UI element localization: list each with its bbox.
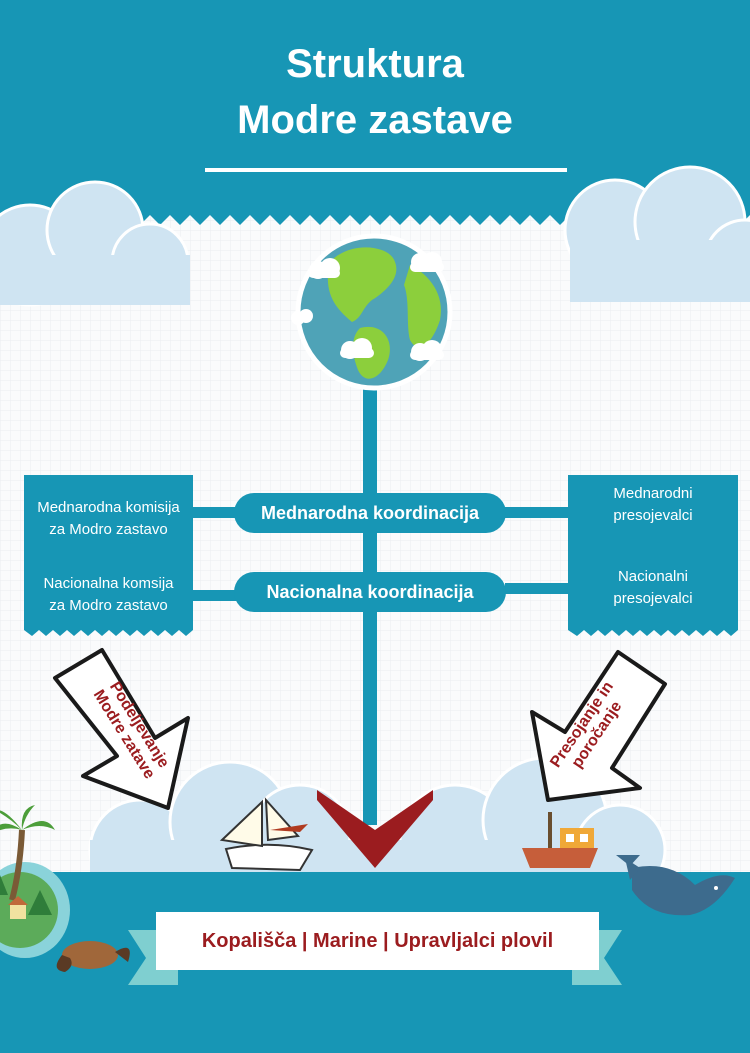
national-auditors-line1: Nacionalni bbox=[617, 568, 689, 585]
palm-island-icon bbox=[0, 805, 70, 958]
national-commission-line1: Nacionalna komsija bbox=[43, 575, 174, 592]
international-auditors-label: Mednarodni presojevalci bbox=[568, 483, 738, 527]
page-title-line1: Struktura bbox=[286, 42, 464, 86]
national-auditors-line2: presojevalci bbox=[613, 590, 693, 607]
international-auditors-line2: presojevalci bbox=[613, 507, 693, 524]
international-commission-line2: za Modro zastavo bbox=[49, 521, 168, 538]
international-coordination-node: Mednarodna koordinacija bbox=[234, 493, 506, 533]
sailboat-icon bbox=[219, 797, 314, 872]
national-coordination-node: Nacionalna koordinacija bbox=[234, 572, 506, 612]
international-commission-label: Mednarodna komisija za Modro zastavo bbox=[24, 497, 193, 541]
international-commission-line1: Mednarodna komisija bbox=[37, 499, 180, 516]
national-commission-label: Nacionalna komsija za Modro zastavo bbox=[24, 573, 193, 617]
left-panel bbox=[24, 475, 193, 636]
chevron-down-icon bbox=[317, 790, 433, 868]
title-divider bbox=[205, 168, 567, 172]
bottom-ribbon bbox=[128, 912, 622, 985]
page-title-line2: Modre zastave bbox=[237, 98, 513, 142]
right-panel bbox=[568, 475, 738, 636]
fishing-boat-icon bbox=[522, 812, 598, 868]
stakeholders-banner: Kopališča | Marine | Upravljalci plovil bbox=[201, 929, 554, 952]
international-auditors-line1: Mednarodni bbox=[613, 485, 693, 502]
globe-icon bbox=[291, 233, 453, 391]
whale-icon bbox=[616, 855, 735, 916]
cloud-icon bbox=[563, 165, 750, 302]
right-arrow bbox=[530, 650, 667, 802]
left-arrow bbox=[53, 648, 190, 810]
national-commission-line2: za Modro zastavo bbox=[49, 597, 168, 614]
national-auditors-label: Nacionalni presojevalci bbox=[568, 566, 738, 610]
platypus-icon bbox=[56, 941, 130, 972]
cloud-icon bbox=[0, 180, 190, 307]
